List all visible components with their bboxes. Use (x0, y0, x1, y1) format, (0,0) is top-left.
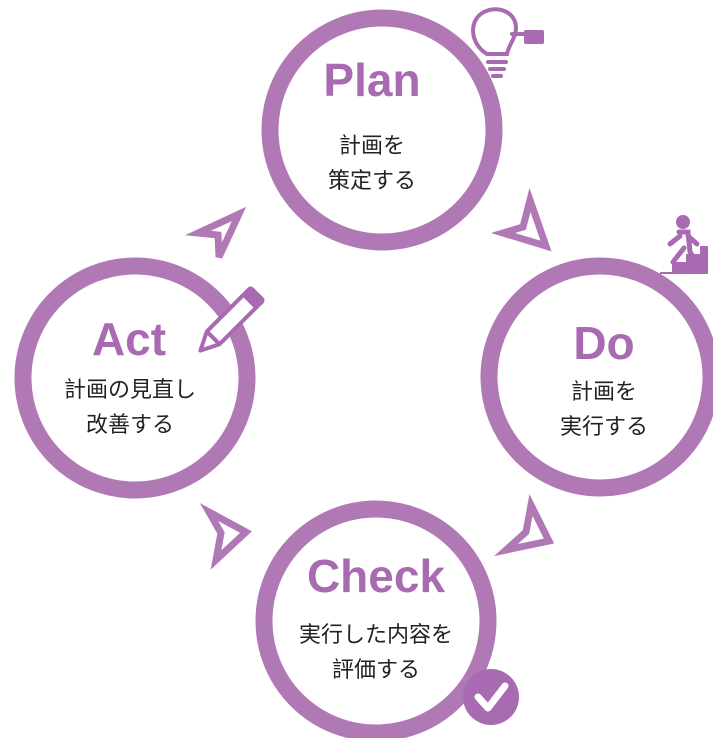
do-title: Do (573, 317, 634, 369)
do-caption-line1: 計画を (571, 380, 637, 405)
check-caption-line2: 評価する (332, 658, 420, 683)
plan-caption-line1: 計画を (339, 134, 405, 159)
plan-title: Plan (323, 54, 420, 106)
arrowhead-icon (184, 206, 247, 259)
act-caption-line1: 計画の見直し (64, 378, 196, 403)
checkmark-badge-icon (463, 669, 519, 725)
arrowhead-icon (494, 494, 555, 557)
plan-ring (261, 9, 503, 251)
arrowhead-icon (490, 187, 552, 252)
check-ring (255, 500, 497, 738)
do-ring (480, 257, 713, 497)
plan-caption-line2: 策定する (328, 169, 416, 194)
pencil-icon (198, 286, 265, 353)
act-title: Act (92, 313, 166, 365)
check-caption-line1: 実行した内容を (299, 623, 453, 648)
act-caption-line2: 改善する (86, 413, 174, 438)
lightbulb-icon (471, 7, 544, 78)
stage-plan: Plan 計画を 策定する (261, 9, 503, 251)
check-title: Check (307, 550, 445, 602)
act-ring (14, 257, 256, 499)
stage-do: Do 計画を 実行する (480, 257, 713, 497)
do-caption-line2: 実行する (560, 415, 648, 440)
arrowhead-icon (199, 503, 252, 570)
walking-person-icon (660, 215, 708, 274)
stage-act: Act 計画の見直し 改善する (14, 257, 256, 499)
stage-check: Check 実行した内容を 評価する (255, 500, 497, 738)
